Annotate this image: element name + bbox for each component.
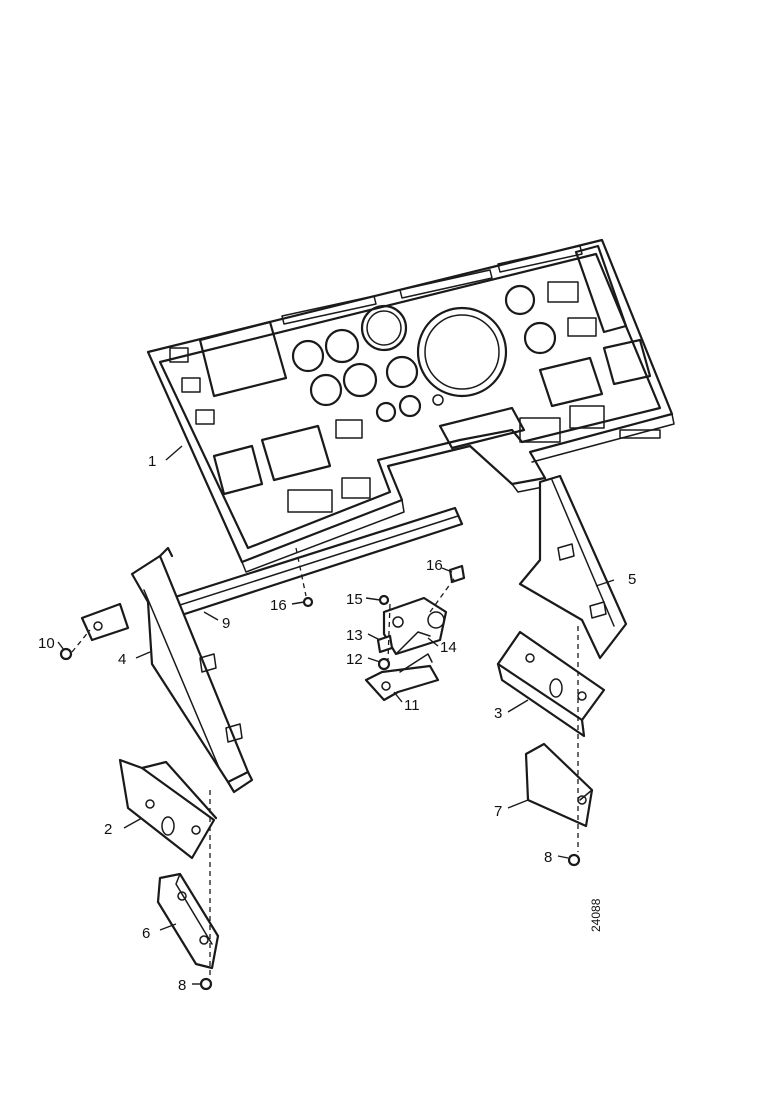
screw-8-right-icon (567, 853, 581, 867)
callout-16-upper: 16 (426, 557, 443, 574)
drawing-code: 24088 (589, 898, 603, 932)
centre-bracket-assembly (364, 594, 448, 702)
callout-11: 11 (404, 697, 420, 714)
bolt-16-lower-icon (302, 596, 314, 608)
washer-12-icon (377, 657, 391, 671)
right-support-bracket (518, 474, 628, 660)
assembly-guide-lines (71, 547, 579, 978)
screw-10-icon (59, 647, 73, 661)
callout-8-right: 8 (544, 849, 552, 866)
left-hinge-plate (156, 872, 220, 970)
left-mounting-plate (118, 758, 218, 860)
nut-15-icon (378, 594, 390, 606)
callout-7: 7 (494, 803, 502, 820)
callout-1: 1 (148, 453, 156, 470)
callout-9: 9 (222, 615, 230, 632)
callout-13: 13 (346, 627, 363, 644)
callout-15: 15 (346, 591, 363, 608)
callout-2: 2 (104, 821, 112, 838)
small-angle-bracket (80, 602, 130, 642)
right-mounting-plate (496, 630, 606, 738)
callout-12: 12 (346, 651, 363, 668)
callout-leaders (57, 445, 615, 985)
left-support-bracket (130, 546, 254, 794)
callout-8-left: 8 (178, 977, 186, 994)
instrument-panel (146, 238, 675, 573)
bolt-13-icon (376, 634, 394, 654)
callout-4: 4 (118, 651, 126, 668)
bolt-16-upper-icon (448, 564, 466, 584)
callout-3: 3 (494, 705, 502, 722)
callout-14: 14 (440, 639, 457, 656)
callout-16-lower: 16 (270, 597, 287, 614)
callout-6: 6 (142, 925, 150, 942)
callout-10: 10 (38, 635, 55, 652)
screw-8-left-icon (199, 977, 213, 991)
right-cover-plate (524, 742, 594, 828)
callout-5: 5 (628, 571, 636, 588)
